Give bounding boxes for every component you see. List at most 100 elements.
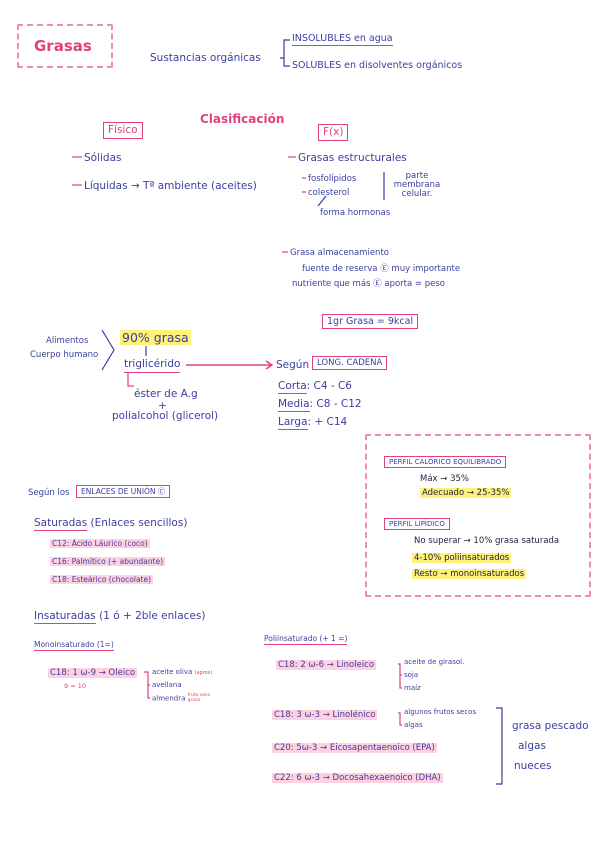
mono-almendra-note: fruto seco graso — [187, 693, 211, 703]
intro-insoluble: INSOLUBLES en agua — [292, 33, 393, 47]
mono-almendra-text: almendra — [152, 694, 186, 703]
poli-c18a-text: C18: 2 ω-6 → Linoleico — [276, 660, 377, 670]
intro-label: Sustancias orgánicas — [150, 52, 261, 64]
mono-aceite-note: (aprox) — [194, 670, 213, 676]
poli-algas2: algas — [518, 740, 546, 752]
saturadas-label: Saturadas — [34, 517, 88, 531]
mono-almendra: almendra fruto seco graso — [152, 693, 214, 703]
mono-nine: 9 = 10 — [64, 682, 86, 690]
arrow-head-segun — [265, 360, 274, 370]
poli-c20-text: C20: 5ω-3 → Eicosapentaenoico (EPA) — [272, 743, 437, 753]
corta-val: : C4 - C6 — [306, 380, 352, 392]
poli-c18b-text: C18: 3 ω-3 → Linolénico — [272, 710, 378, 720]
fisico-liquidas: Líquidas → Tª ambiente (aceites) — [84, 180, 257, 192]
c18-text: C18: Esteárico (chocolate) — [50, 575, 154, 584]
insaturadas-label: Insaturadas — [34, 610, 96, 624]
kcal-box: 1gr Grasa = 9kcal — [322, 314, 419, 330]
perfil-resto: Resto → monoinsaturados — [412, 569, 527, 579]
poli-girasol: aceite de girasol. — [404, 658, 465, 666]
perfil-poli: 4-10% poliinsaturados — [412, 553, 512, 563]
c12-text: C12: Ácido Láurico (coco) — [50, 539, 150, 548]
adecuado-text: Adecuado → 25-35% — [420, 488, 512, 498]
mono-aceite-text: aceite oliva — [152, 668, 193, 676]
saturadas-row: Saturadas (Enlaces sencillos) — [34, 517, 188, 531]
perfil-box — [365, 434, 591, 597]
perfil-adecuado: Adecuado → 25-35% — [420, 488, 512, 498]
cuerpo-label: Cuerpo humano — [30, 350, 99, 360]
funcion-label: F(x) — [318, 124, 349, 141]
bracket-alimentos — [101, 329, 115, 371]
insaturadas-row: Insaturadas (1 ó + 2ble enlaces) — [34, 610, 206, 624]
alimentos-label: Alimentos — [46, 336, 89, 346]
funcion-colesterol: colesterol — [308, 188, 350, 198]
porcentaje: 90% grasa — [120, 330, 191, 345]
perfil-no-superar: No superar → 10% grasa saturada — [414, 536, 560, 546]
media-row: Media: C8 - C12 — [278, 398, 362, 412]
arrow-ester — [127, 372, 134, 387]
cadena-label: LONG. CADENA — [312, 356, 388, 371]
poli-algas: algas — [404, 721, 423, 729]
poli-c18a: C18: 2 ω-6 → Linoleico — [276, 660, 377, 670]
poli-text: 4-10% poliinsaturados — [412, 553, 512, 563]
poli-nueces: nueces — [514, 760, 552, 772]
mono-avellana: avellana — [152, 681, 182, 689]
poli-soja: soja — [404, 671, 419, 679]
c16-row: C16: Palmítico (+ abundante) — [50, 557, 166, 566]
plus: + — [158, 400, 167, 412]
mono-heading: Monoinsaturado (1=) — [34, 640, 114, 651]
insaturadas-desc: (1 ó + 2ble enlaces) — [99, 610, 206, 622]
c18-row: C18: Esteárico (chocolate) — [50, 575, 154, 584]
poli-c22: C22: 6 ω-3 → Docosahexaenoico (DHA) — [272, 773, 443, 783]
media-label: Media — [278, 398, 310, 412]
brace-omega3 — [496, 707, 503, 785]
trigliceridos: triglicérido — [124, 358, 181, 373]
saturadas-desc: (Enlaces sencillos) — [90, 517, 188, 529]
enlaces-segun: Según los — [28, 488, 70, 498]
poli-heading: Poliinsaturado (+ 1 =) — [264, 634, 348, 645]
polialcohol: polialcohol (glicerol) — [112, 410, 219, 422]
funcion-fosfolipidos: fosfolípidos — [308, 174, 357, 184]
corta-row: Corta: C4 - C6 — [278, 380, 352, 394]
arrow-insoluble — [280, 39, 290, 59]
larga-val: : + C14 — [307, 416, 348, 428]
funcion-reserva: fuente de reserva Ⓔ muy importante — [302, 264, 461, 274]
c12-row: C12: Ácido Láurico (coco) — [50, 539, 150, 548]
c16-text: C16: Palmítico (+ abundante) — [50, 557, 166, 566]
media-val: : C8 - C12 — [309, 398, 362, 410]
branch-poli-a — [398, 663, 402, 689]
funcion-estructurales: Grasas estructurales — [298, 152, 407, 164]
enlaces-label: ENLACES DE UNIÓN Ⓒ — [76, 485, 171, 498]
funcion-membrana: parte membrana celular. — [393, 171, 441, 199]
clasificacion-heading: Clasificación — [200, 112, 285, 126]
perfil-lipidico: PERFIL LIPÍDICO — [384, 518, 450, 531]
segun-label: Según — [276, 359, 310, 371]
funcion-almacenamiento: Grasa almacenamiento — [290, 248, 389, 258]
corta-label: Corta — [278, 380, 307, 394]
perfil-max: Máx → 35% — [420, 474, 469, 484]
title-box — [17, 24, 113, 68]
fisico-solidas: Sólidas — [84, 152, 122, 164]
larga-label: Larga — [278, 416, 308, 430]
branch-poli-b — [398, 712, 402, 726]
porcentaje-grasa: 90% grasa — [120, 330, 191, 345]
poli-grasa-pescado: grasa pescado — [512, 720, 589, 732]
mono-c18: C18: 1 ω-9 → Oleico — [48, 668, 138, 678]
larga-row: Larga: + C14 — [278, 416, 348, 430]
poli-c22-text: C22: 6 ω-3 → Docosahexaenoico (DHA) — [272, 773, 443, 783]
funcion-nutriente: nutriente que más Ⓔ aporta = peso — [292, 279, 446, 289]
poli-c18b: C18: 3 ω-3 → Linolénico — [272, 710, 378, 720]
resto-text: Resto → monoinsaturados — [412, 569, 527, 579]
poli-c20: C20: 5ω-3 → Eicosapentaenoico (EPA) — [272, 743, 437, 753]
mono-c18-text: C18: 1 ω-9 → Oleico — [48, 668, 138, 678]
funcion-hormonas: forma hormonas — [320, 208, 391, 218]
page-title: Grasas — [34, 37, 92, 55]
ester: éster de A.g — [134, 388, 198, 400]
fisico-label: Físico — [103, 122, 143, 139]
intro-soluble: SOLUBLES en disolventes orgánicos — [292, 60, 463, 71]
arrow-hormonas — [317, 195, 327, 207]
poli-frutos: algunos frutos secos — [404, 708, 477, 716]
poli-maiz: maíz — [404, 684, 421, 692]
arrow-soluble — [283, 58, 290, 67]
perfil-calorico: PERFIL CALÓRICO EQUILIBRADO — [384, 456, 507, 469]
